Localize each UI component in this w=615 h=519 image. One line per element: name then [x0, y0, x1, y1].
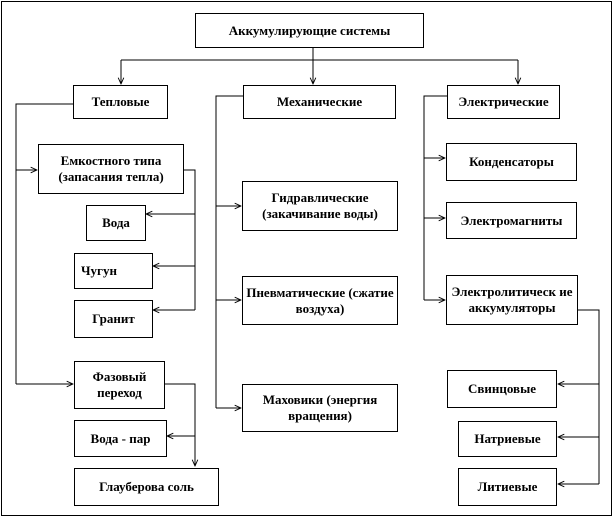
battery-lithium-label: Литиевые [477, 479, 538, 494]
electrical-trunk [423, 95, 447, 300]
capacitive-item-water-label: Вода [102, 215, 130, 230]
root-node: Аккумулирующие системы [195, 13, 424, 48]
battery-lead-label: Свинцовые [468, 381, 536, 396]
root-label: Аккумулирующие системы [228, 22, 391, 38]
capacitive-item-granite: Гранит [74, 300, 153, 338]
mechanical-hydraulic: Гидравлические (закачивание воды) [242, 181, 398, 231]
electrical-electromagnets-label: Электромагниты [460, 212, 563, 228]
thermal-capacitive: Емкостного типа (запасания тепла) [38, 144, 184, 194]
electrical-electrolytic: Электролитическ ие аккумуляторы [446, 275, 578, 325]
category-thermal-label: Тепловые [91, 94, 150, 109]
phase-item-steam-label: Вода - пар [90, 430, 151, 446]
category-mechanical-label: Механические [276, 94, 363, 109]
capacitive-item-iron: Чугун [74, 253, 153, 289]
battery-lithium: Литиевые [458, 468, 557, 506]
capacitive-trunk [184, 169, 196, 310]
battery-sodium: Натриевые [458, 421, 557, 457]
phase-trunk [165, 383, 195, 466]
mechanical-pneumatic: Пневматические (сжатие воздуха) [242, 276, 398, 325]
capacitive-item-granite-label: Гранит [92, 311, 135, 326]
mechanical-flywheel-label: Маховики (энергия вращения) [262, 392, 378, 423]
category-electrical-label: Электрические [458, 94, 549, 109]
batteries-trunk [578, 309, 600, 484]
category-mechanical: Механические [243, 85, 396, 119]
category-electrical: Электрические [447, 85, 560, 119]
category-thermal: Тепловые [73, 85, 168, 119]
electrical-capacitors-label: Конденсаторы [469, 154, 554, 169]
battery-sodium-label: Натриевые [474, 431, 541, 446]
electrical-capacitors: Конденсаторы [446, 143, 577, 181]
thermal-trunk [15, 103, 73, 384]
capacitive-item-water: Вода [86, 205, 146, 241]
thermal-phase: Фазовый переход [74, 361, 165, 409]
thermal-capacitive-label: Емкостного типа (запасания тепла) [58, 153, 164, 184]
thermal-phase-label: Фазовый переход [92, 369, 147, 400]
battery-lead: Свинцовые [447, 370, 557, 408]
mechanical-trunk [215, 95, 243, 408]
mechanical-flywheel: Маховики (энергия вращения) [242, 384, 398, 432]
phase-item-steam: Вода - пар [74, 420, 167, 457]
electrical-electrolytic-label: Электролитическ ие аккумуляторы [451, 284, 573, 315]
mechanical-hydraulic-label: Гидравлические (закачивание воды) [262, 190, 378, 221]
capacitive-item-iron-label: Чугун [81, 263, 117, 278]
phase-item-glauber-label: Глауберова соль [99, 479, 194, 494]
mechanical-pneumatic-label: Пневматические (сжатие воздуха) [246, 284, 394, 316]
phase-item-glauber: Глауберова соль [74, 468, 219, 506]
electrical-electromagnets: Электромагниты [446, 202, 577, 239]
